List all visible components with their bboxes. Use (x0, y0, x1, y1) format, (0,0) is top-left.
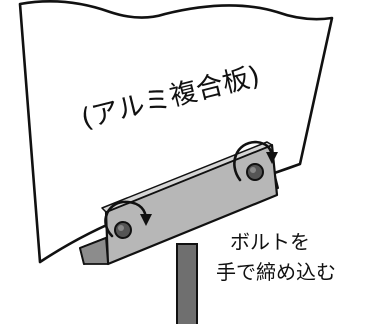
pole (176, 243, 198, 324)
instruction-line-1: ボルトを (230, 230, 310, 254)
rotate-arrow-left-icon (104, 200, 152, 238)
rotate-arrow-right-icon (233, 140, 278, 182)
bolt-left (114, 221, 132, 239)
mounting-bracket (79, 141, 279, 266)
bolt-right (246, 163, 264, 181)
instruction-line-2: 手で締め込む (216, 260, 336, 284)
